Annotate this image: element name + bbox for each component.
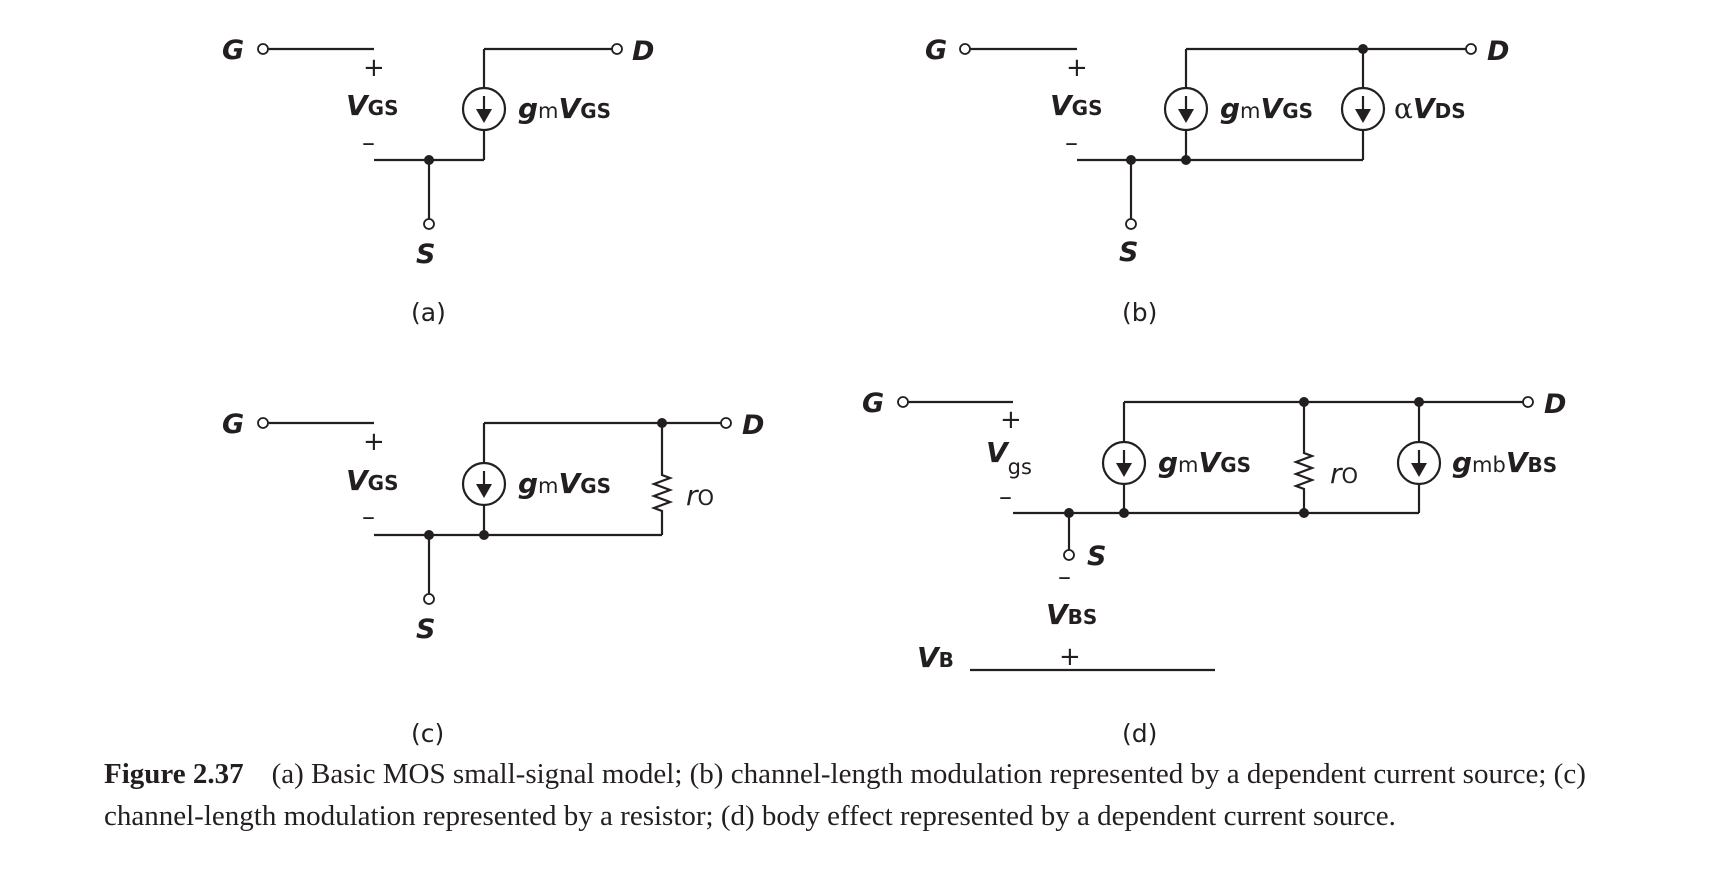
bulk-vb-label: VB	[917, 641, 954, 674]
caption-text: (a) Basic MOS small-signal model; (b) ch…	[104, 758, 1586, 832]
vgs-plus-sign: +	[363, 53, 385, 83]
panel-b-label: (b)	[1122, 298, 1157, 327]
node-d-label: D	[632, 36, 654, 67]
ro-label: rO	[1330, 457, 1358, 490]
vgs-label: VGS	[1050, 89, 1103, 122]
node-s-label: S	[416, 239, 435, 270]
gate-terminal	[257, 43, 269, 55]
gm-vgs-label: gmVGS	[1158, 446, 1251, 479]
node-g-label: G	[862, 388, 884, 419]
source-terminal	[1063, 549, 1075, 561]
panel-a-label: (a)	[411, 298, 446, 327]
gm-vgs-label: gmVGS	[518, 92, 611, 125]
gate-terminal	[897, 396, 909, 408]
vgs-minus-sign: –	[1065, 128, 1078, 158]
resistor-ro-icon	[650, 423, 674, 535]
node-d-label: D	[1544, 389, 1566, 420]
vgs-minus-sign: –	[999, 482, 1012, 512]
drain-terminal	[1465, 43, 1477, 55]
vgs-minus-sign: –	[362, 128, 375, 158]
source-terminal	[1125, 218, 1137, 230]
node-d-label: D	[742, 410, 764, 441]
vgs-plus-sign: +	[363, 427, 385, 457]
drain-terminal	[720, 417, 732, 429]
node-g-label: G	[222, 35, 244, 66]
node-s-label: S	[1087, 541, 1106, 572]
node-d-label: D	[1487, 36, 1509, 67]
alpha-vds-label: αVDS	[1394, 92, 1466, 125]
vgs-label: VGS	[346, 89, 399, 122]
node-g-label: G	[222, 409, 244, 440]
gmb-current-source-icon	[1396, 440, 1442, 486]
figure-caption: Figure 2.37(a) Basic MOS small-signal mo…	[104, 753, 1684, 837]
source-terminal	[423, 593, 435, 605]
vgs-label: VGS	[346, 464, 399, 497]
vbs-minus-sign: –	[1058, 562, 1071, 592]
gmb-vbs-label: gmbVBS	[1452, 446, 1557, 479]
gm-current-source-icon	[1101, 440, 1147, 486]
vgs-minus-sign: –	[362, 502, 375, 532]
vgs-label: Vgs	[986, 436, 1032, 479]
gate-terminal	[959, 43, 971, 55]
vgs-plus-sign: +	[1000, 405, 1022, 435]
resistor-ro-icon	[1292, 402, 1316, 513]
vbs-label: VBS	[1046, 598, 1097, 631]
gm-current-source-icon	[461, 86, 507, 132]
ro-label: rO	[686, 479, 714, 512]
panel-a-circuit: G + VGS – S D gmVGS (a)	[222, 35, 654, 327]
figure-number: Figure 2.37	[104, 758, 244, 790]
node-s-label: S	[1119, 237, 1138, 268]
gm-current-source-icon	[461, 461, 507, 507]
alpha-current-source-icon	[1340, 86, 1386, 132]
vgs-plus-sign: +	[1066, 53, 1088, 83]
panel-c-circuit: G + VGS – S D gmVGS rO (c)	[222, 409, 764, 748]
gm-current-source-icon	[1163, 86, 1209, 132]
node-g-label: G	[925, 35, 947, 66]
panel-b-circuit: G + VGS – S D gmVGS αVDS (b)	[925, 35, 1509, 327]
gate-terminal	[257, 417, 269, 429]
node-s-label: S	[416, 614, 435, 645]
panel-d-label: (d)	[1122, 719, 1157, 748]
panel-c-label: (c)	[411, 719, 444, 748]
vbs-plus-sign: +	[1059, 642, 1081, 672]
panel-d-circuit: G + Vgs – S – VBS + VB D gmVGS rO gmbVBS	[862, 388, 1566, 748]
gm-vgs-label: gmVGS	[518, 467, 611, 500]
drain-terminal	[611, 43, 623, 55]
source-terminal	[423, 218, 435, 230]
gm-vgs-label: gmVGS	[1220, 92, 1313, 125]
drain-terminal	[1522, 396, 1534, 408]
